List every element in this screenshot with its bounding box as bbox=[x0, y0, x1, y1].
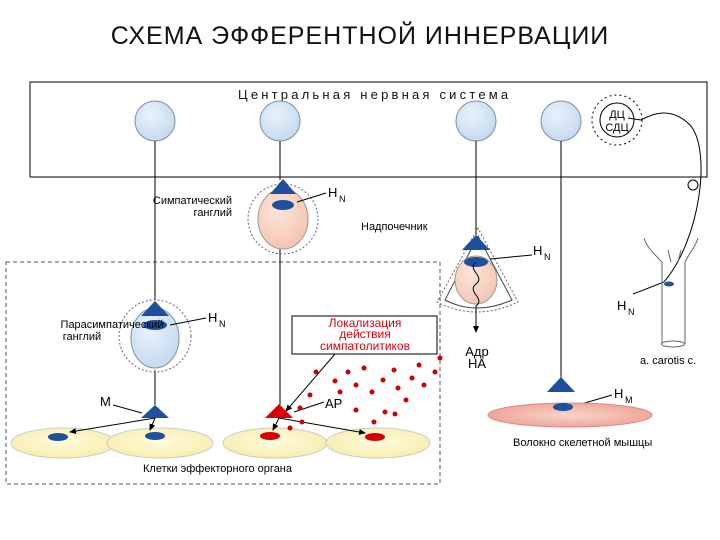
hn-adrenal: Н bbox=[533, 243, 542, 258]
center-dc: ДЦ bbox=[609, 109, 625, 121]
cns-label: Центральная нервная система bbox=[238, 87, 512, 102]
hn-sympathetic-sub: N bbox=[339, 194, 346, 204]
para-ganglion-label-2: ганглий bbox=[63, 331, 101, 343]
para-ganglion-label-1: Парасимпатический bbox=[61, 319, 164, 331]
peripheral-region bbox=[5, 261, 441, 485]
hn-parasympathetic-sub: N bbox=[219, 319, 226, 329]
effector-cells-label: Клетки эффекторного органа bbox=[143, 463, 293, 475]
center-sdc: СДЦ bbox=[605, 122, 628, 134]
skeletal-muscle-fiber bbox=[487, 402, 653, 428]
cns-neuron-2 bbox=[259, 100, 301, 142]
cns-neuron-1 bbox=[134, 100, 176, 142]
sympathetic-ganglion bbox=[247, 179, 319, 255]
effector-cell-4 bbox=[325, 427, 431, 459]
effector-cell-3 bbox=[222, 427, 328, 459]
vasomotor-center: ДЦ СДЦ bbox=[591, 94, 643, 146]
hn-carotis-sub: N bbox=[628, 307, 635, 317]
cns-box bbox=[29, 81, 708, 178]
localization-box bbox=[291, 315, 438, 355]
cns-neuron-4 bbox=[540, 100, 582, 142]
adrenal-gland bbox=[436, 226, 519, 333]
carotid-artery bbox=[643, 237, 699, 348]
adrenal-label: Надпочечник bbox=[361, 221, 428, 233]
skeletal-muscle-label: Волокно скелетной мышцы bbox=[513, 437, 652, 449]
localization-line-1: Локализация bbox=[329, 316, 402, 330]
ar-receptor: АР bbox=[325, 396, 342, 411]
diagram-title: СХЕМА ЭФФЕРЕНТНОЙ ИННЕРВАЦИИ bbox=[110, 22, 610, 50]
localization-line-2: действия bbox=[339, 327, 390, 341]
baroreceptor-loop bbox=[687, 179, 699, 191]
mediator-dots bbox=[287, 355, 443, 431]
afferent-fiber bbox=[640, 112, 702, 283]
localization-line-3: симпатолитиков bbox=[320, 339, 410, 353]
cns-neuron-3 bbox=[455, 100, 497, 142]
parasympathetic-ganglion bbox=[118, 299, 192, 373]
hm-muscle: Н bbox=[614, 386, 623, 401]
adrenal-output-adr: Адр bbox=[465, 344, 489, 359]
hn-parasympathetic: Н bbox=[208, 310, 217, 325]
effector-cell-1 bbox=[10, 427, 116, 459]
hn-carotis: Н bbox=[617, 298, 626, 313]
adrenal-output-na: НА bbox=[468, 356, 486, 371]
symp-ganglion-label-2: ганглий bbox=[194, 207, 232, 219]
carotis-label: a. carotis c. bbox=[640, 355, 696, 367]
m-receptor: М bbox=[100, 394, 111, 409]
symp-ganglion-label-1: Симпатический bbox=[153, 195, 232, 207]
hn-sympathetic: Н bbox=[328, 185, 337, 200]
hn-adrenal-sub: N bbox=[544, 252, 551, 262]
effector-cell-2 bbox=[106, 427, 214, 459]
hm-muscle-sub: M bbox=[625, 395, 633, 405]
